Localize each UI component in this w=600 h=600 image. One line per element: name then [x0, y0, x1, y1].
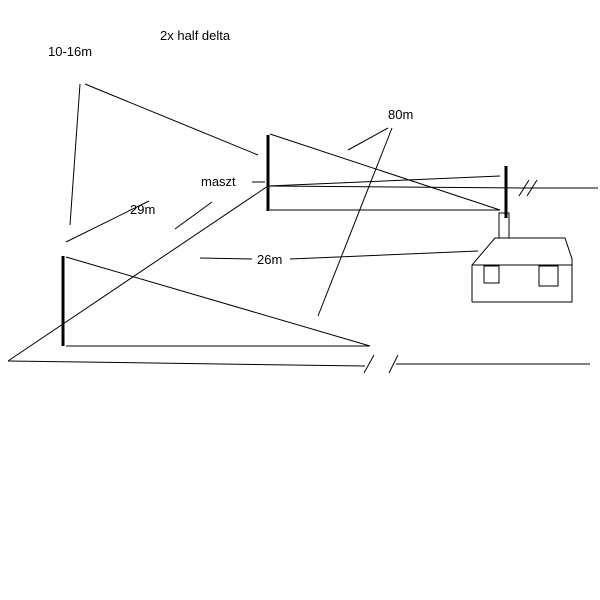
- mast-label: maszt: [201, 174, 236, 189]
- distance-80m-label: 80m: [388, 107, 413, 122]
- feedline-to-house-lower: [267, 185, 523, 189]
- 26m-dimension-line-left: [199, 257, 253, 260]
- 80m-leader-line-upper: [347, 127, 389, 151]
- house-window-right: [538, 265, 559, 287]
- distance-26m-label: 26m: [257, 252, 282, 267]
- distance-29m-label: 29m: [130, 202, 155, 217]
- height-leader-line-right: [84, 83, 259, 156]
- right-break-mark-1: [518, 179, 530, 197]
- 29m-dimension-line-left: [65, 200, 150, 243]
- feedline-to-house-upper: [267, 175, 501, 187]
- house-icon: [471, 212, 573, 303]
- front-antenna-sloping-wire: [65, 256, 371, 347]
- title-label: 2x half delta: [160, 28, 231, 43]
- house-chimney: [498, 212, 510, 239]
- right-break-mark-2: [526, 179, 538, 197]
- 29m-dimension-line-right: [174, 201, 213, 230]
- 80m-leader-line-lower: [317, 127, 393, 317]
- rear-antenna-sloping-wire: [269, 133, 501, 211]
- height-leader-line-left: [69, 83, 81, 226]
- 26m-dimension-line-right: [289, 250, 479, 260]
- ground-line-left: [7, 360, 366, 367]
- house-outline: [471, 237, 573, 303]
- perspective-ground-to-mast-line: [7, 185, 269, 362]
- house-window-left: [483, 265, 500, 284]
- ground-break-mark-2: [388, 354, 399, 374]
- height-range-label: 10-16m: [48, 44, 92, 59]
- ground-break-mark-1: [363, 354, 375, 374]
